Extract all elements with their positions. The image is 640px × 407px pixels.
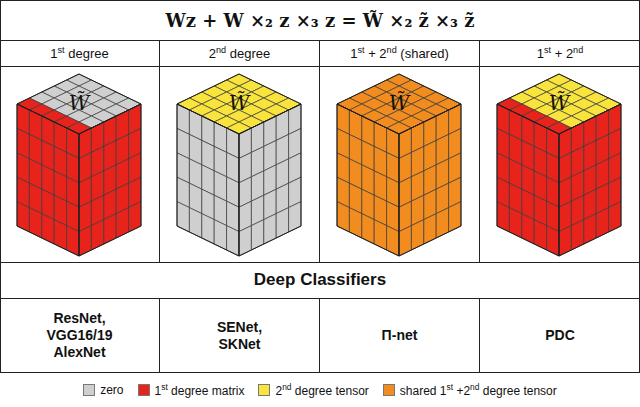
- tensor-cube: W̃: [15, 72, 143, 258]
- tensor-symbol: W̃: [495, 91, 623, 115]
- text-part: nd: [573, 45, 583, 55]
- column-header: 2nd degree: [209, 45, 270, 62]
- section-header: Deep Classifiers: [254, 270, 386, 290]
- text-part: nd: [387, 45, 397, 55]
- row-line: [0, 262, 640, 263]
- text-part: Deep Classifiers: [254, 270, 386, 289]
- text-part: 2: [275, 384, 282, 398]
- text-part: 1: [537, 46, 544, 61]
- tensor-symbol: W̃: [335, 91, 463, 115]
- legend-item: 2nd degree tensor: [258, 382, 368, 398]
- text-part: Π-net: [382, 327, 418, 343]
- tensor-cube: W̃: [335, 72, 463, 258]
- text-part: st: [58, 45, 65, 55]
- text-part: degree matrix: [168, 384, 245, 398]
- text-part: st: [544, 45, 551, 55]
- text-part: + 2: [551, 46, 573, 61]
- tensor-symbol: W̃: [175, 91, 303, 115]
- legend-item: shared 1st +2nd degree tensor: [383, 382, 557, 398]
- text-part: SENet, SKNet: [217, 319, 262, 352]
- text-part: nd: [216, 45, 226, 55]
- legend-swatch: [83, 384, 95, 396]
- cube-face-outline: [337, 104, 399, 256]
- text-part: st: [447, 382, 454, 392]
- table-border: [1, 1, 640, 373]
- cube-face-outline: [559, 104, 621, 256]
- classifier-name: ResNet, VGG16/19 AlexNet: [30, 310, 130, 360]
- text-part: 1: [50, 46, 57, 61]
- text-part: st: [161, 382, 168, 392]
- legend-swatch: [138, 384, 150, 396]
- text-part: degree tensor: [479, 384, 556, 398]
- table-cell: SENet, SKNet: [160, 299, 319, 372]
- formula-title: Wz + W ×₂ z ×₃ z = W̃ ×₂ z̃ ×₃ z̃: [166, 10, 475, 31]
- table-cell: ResNet, VGG16/19 AlexNet: [0, 299, 159, 372]
- tensor-symbol: W̃: [15, 91, 143, 115]
- table-cell: 2nd degree: [160, 41, 319, 66]
- cube-face-outline: [497, 104, 559, 256]
- legend-item: zero: [83, 383, 123, 397]
- legend-text: 2nd degree tensor: [275, 382, 368, 398]
- cube-face-outline: [399, 104, 461, 256]
- text-part: +2: [453, 384, 470, 398]
- text-part: degree: [65, 46, 109, 61]
- table-cell: 1st degree: [0, 41, 159, 66]
- legend-item: 1st degree matrix: [138, 382, 245, 398]
- column-line: [479, 40, 480, 262]
- text-part: degree tensor: [291, 384, 368, 398]
- table-cell: Deep Classifiers: [0, 263, 640, 298]
- legend-text: shared 1st +2nd degree tensor: [400, 382, 557, 398]
- column-header: 1st + 2nd: [537, 45, 583, 62]
- column-line: [319, 298, 320, 372]
- table-cell: 1st + 2nd (shared): [320, 41, 479, 66]
- text-part: zero: [100, 383, 123, 397]
- legend: zero1st degree matrix2nd degree tensorsh…: [0, 378, 640, 402]
- cube-face-outline: [79, 104, 141, 256]
- text-part: 2: [209, 46, 216, 61]
- text-part: 1: [155, 384, 162, 398]
- classifier-name: PDC: [545, 327, 575, 344]
- text-part: 1: [350, 46, 357, 61]
- legend-swatch: [258, 384, 270, 396]
- tensor-cube: W̃: [495, 72, 623, 258]
- text-part: st: [357, 45, 364, 55]
- text-part: PDC: [545, 327, 575, 343]
- cube-face-outline: [239, 104, 301, 256]
- text-part: shared 1: [400, 384, 447, 398]
- text-part: ResNet, VGG16/19 AlexNet: [46, 310, 112, 360]
- classifier-name: SENet, SKNet: [205, 319, 275, 353]
- column-header: 1st degree: [50, 45, 108, 62]
- table-cell: PDC: [480, 299, 640, 372]
- column-line: [159, 40, 160, 262]
- title-cell: Wz + W ×₂ z ×₃ z = W̃ ×₂ z̃ ×₃ z̃: [0, 0, 640, 40]
- column-line: [479, 298, 480, 372]
- table-lines: [0, 1, 640, 373]
- table-cell: Π-net: [320, 299, 479, 372]
- legend-swatch: [383, 384, 395, 396]
- text-part: nd: [282, 382, 291, 392]
- text-part: (shared): [397, 46, 449, 61]
- text-part: degree: [226, 46, 270, 61]
- legend-text: zero: [100, 383, 123, 397]
- classifier-name: Π-net: [382, 327, 418, 344]
- cube-face-outline: [177, 104, 239, 256]
- column-line: [319, 40, 320, 262]
- tensor-cube: W̃: [175, 72, 303, 258]
- column-header: 1st + 2nd (shared): [350, 45, 449, 62]
- text-part: + 2: [365, 46, 387, 61]
- column-line: [159, 298, 160, 372]
- cube-face-outline: [17, 104, 79, 256]
- text-part: nd: [470, 382, 479, 392]
- table-cell: 1st + 2nd: [480, 41, 640, 66]
- legend-text: 1st degree matrix: [155, 382, 245, 398]
